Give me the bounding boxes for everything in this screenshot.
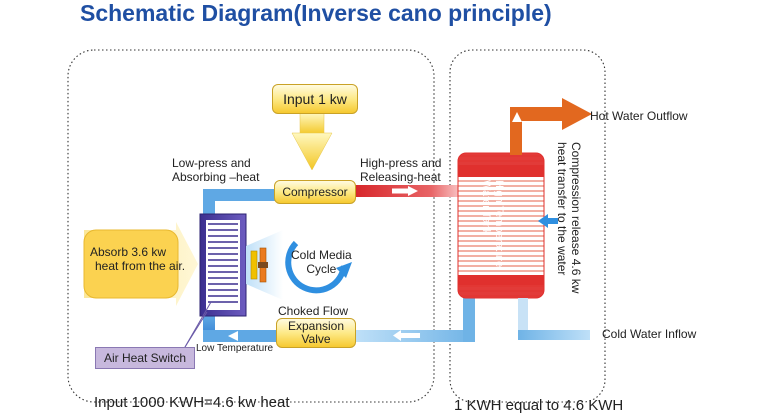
absorb-arrow <box>83 222 198 306</box>
absorb-label: Absorb 3.6 kw heat from the air. <box>90 245 185 273</box>
expansion-valve-line-2: Valve <box>301 332 331 346</box>
compression-line-1: Compression release 4.6 kw <box>569 142 583 294</box>
hot-water-outflow-label: Hot Water Outflow <box>590 109 688 123</box>
cold-water-inflow-label: Cold Water Inflow <box>602 327 697 341</box>
air-heat-switch-label: Air Heat Switch <box>103 351 187 365</box>
system-enclosure <box>67 49 435 403</box>
heat-transfer-arrow-icon <box>538 214 558 228</box>
evaporator-coil <box>199 213 247 317</box>
expansion-valve-line-1: Expansion <box>287 319 345 333</box>
cold-media-cycle-icon <box>285 240 352 294</box>
fan-icon <box>246 230 283 300</box>
high-press-label: High-press and Releasing-heat <box>360 156 441 184</box>
low-press-line-2: Absorbing –heat <box>172 170 260 184</box>
low-press-line-1: Low-press and <box>172 156 251 170</box>
absorb-line-2: heat from the air. <box>95 259 186 273</box>
compression-line-2: heat transfer to the water <box>555 142 569 276</box>
tank-label-line-2: Water Tank <box>480 180 492 236</box>
cold-media-label: Cold Media Cycle <box>291 248 352 276</box>
high-press-line-1: High-press and <box>360 156 442 170</box>
low-temperature-label: Low Temperature <box>196 343 274 354</box>
input-power-label: Input 1 kw <box>283 90 347 107</box>
cold-water-pipe <box>518 298 590 340</box>
hot-water-pipe <box>510 98 592 155</box>
high-press-line-2: Releasing-heat <box>360 170 441 184</box>
tank-label: High Temperature Water Tank <box>479 180 505 267</box>
return-pipe-horizontal <box>203 330 279 342</box>
absorb-line-1: Absorb 3.6 kw <box>90 245 167 259</box>
cold-media-line-1: Cold Media <box>291 248 352 262</box>
input-power-box: Input 1 kw <box>272 84 358 114</box>
tank-label-line-1: High Temperature <box>493 180 505 268</box>
expansion-valve-box: Expansion Valve <box>276 318 356 348</box>
cold-media-line-2: Cycle <box>306 262 337 276</box>
water-tank <box>457 152 545 299</box>
footer-equivalence: 1 KWH equal to 4.6 KWH <box>454 397 624 414</box>
suction-pipe <box>203 189 275 201</box>
air-heat-switch-box: Air Heat Switch <box>95 347 195 369</box>
input-arrow-icon <box>291 112 333 171</box>
choked-flow-label: Choked Flow <box>278 304 349 318</box>
diagram-title: Schematic Diagram(Inverse cano principle… <box>80 0 552 26</box>
low-press-label: Low-press and Absorbing –heat <box>172 156 259 184</box>
footer-input-heat: Input 1000 KWH=4.6 kw heat <box>94 394 290 411</box>
compressor-box: Compressor <box>274 180 356 204</box>
compressor-label: Compressor <box>282 184 348 199</box>
air-heat-switch-pointer <box>184 301 212 348</box>
compression-release-label: Compression release 4.6 kw heat transfer… <box>555 142 583 293</box>
